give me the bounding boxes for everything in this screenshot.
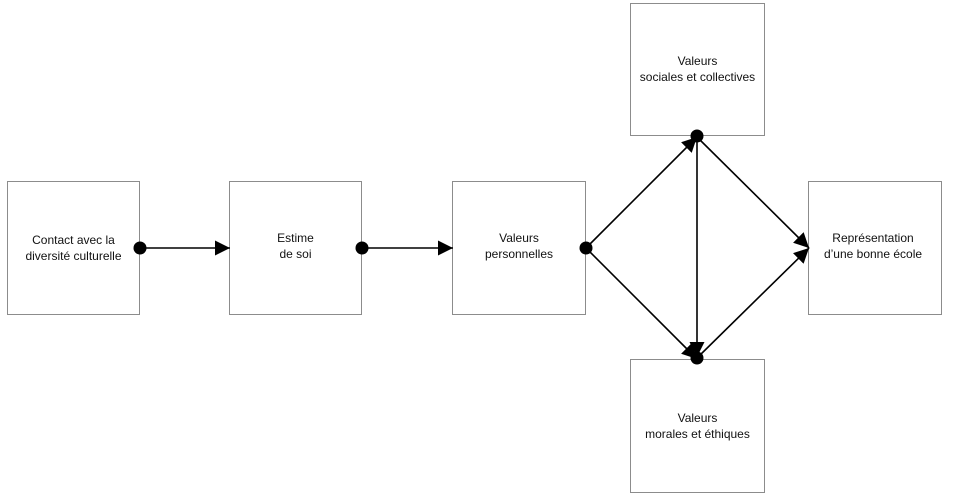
node-estime-de-soi: Estime de soi	[229, 181, 362, 315]
arrow-valeurs-personnelles-to-sociales	[585, 136, 698, 249]
node-representation-label: Représentation d’une bonne école	[823, 231, 923, 261]
node-estime-label: Estime de soi	[277, 231, 314, 261]
node-valeurs-personnelles: Valeurs personnelles	[452, 181, 586, 315]
node-contact-label: Contact avec la diversité culturelle	[25, 233, 122, 263]
arrow-valeurs-personnelles-to-morales	[585, 247, 698, 360]
arrow-sociales-to-representation	[696, 136, 810, 249]
node-valeurs-sociales: Valeurs sociales et collectives	[630, 3, 765, 136]
node-representation-ecole: Représentation d’une bonne école	[808, 181, 942, 315]
node-valeurs-morales: Valeurs morales et éthiques	[630, 359, 765, 493]
node-contact-diversite: Contact avec la diversité culturelle	[7, 181, 140, 315]
node-valeurs-morales-label: Valeurs morales et éthiques	[645, 411, 750, 441]
node-valeurs-sociales-label: Valeurs sociales et collectives	[639, 53, 756, 84]
arrow-morales-to-representation	[696, 247, 810, 359]
node-valeurs-personnelles-label: Valeurs personnelles	[484, 231, 554, 261]
